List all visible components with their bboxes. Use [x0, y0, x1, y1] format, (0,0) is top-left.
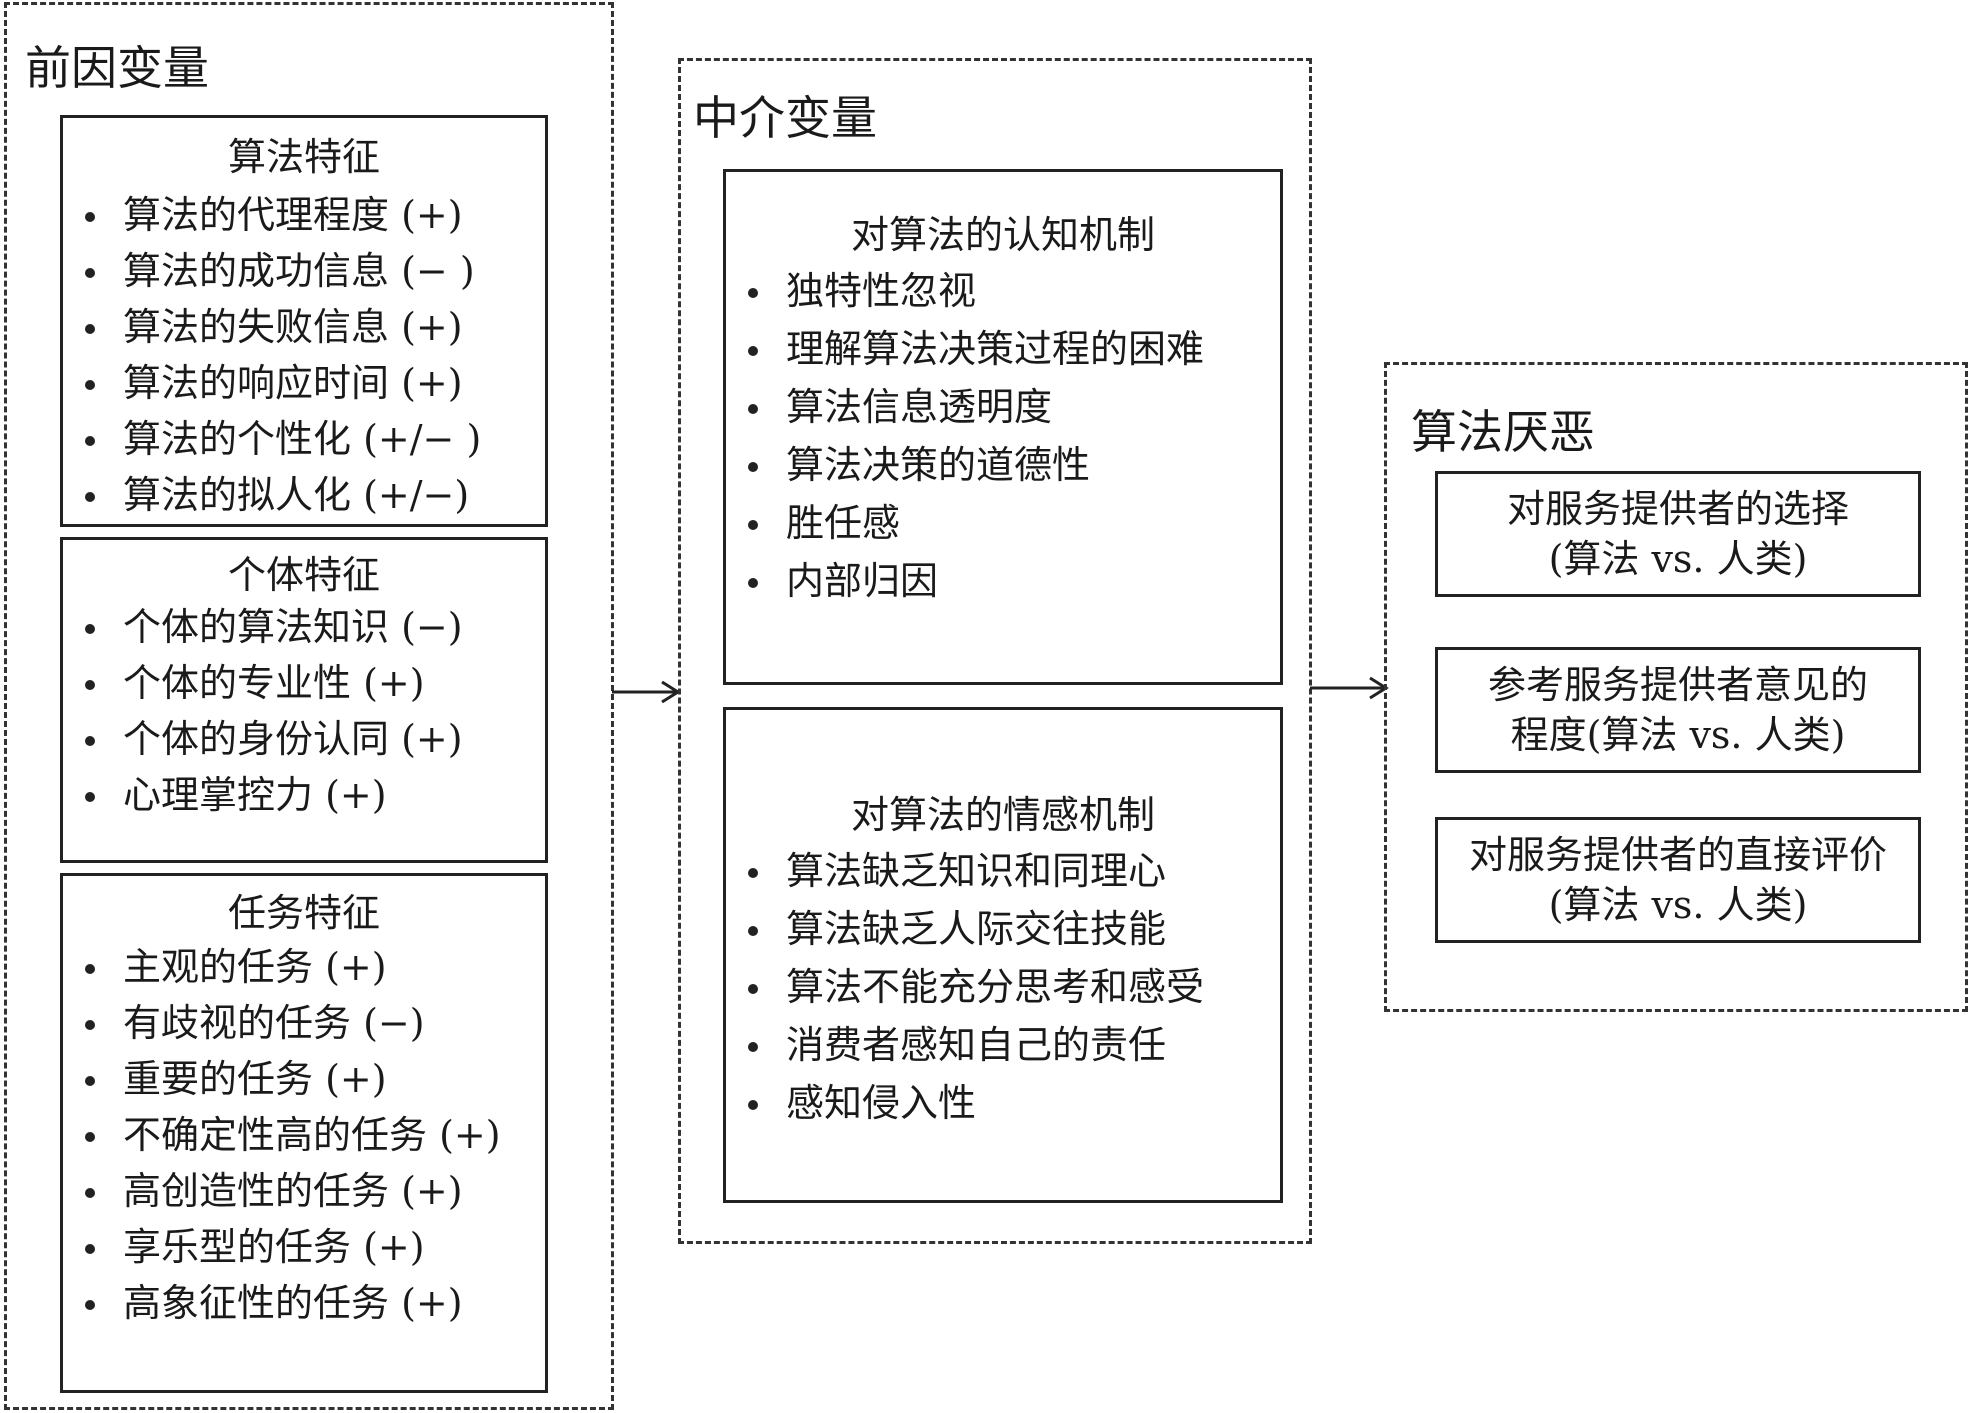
outcome-box-line: 程度(算法 vs. 人类)	[1510, 713, 1846, 757]
list-item: 重要的任务 (+)	[63, 1060, 501, 1116]
individual-features-list: 个体的算法知识 (−) 个体的专业性 (+) 个体的身份认同 (+) 心理掌控力…	[63, 608, 463, 832]
affective-mechanism-list: 算法缺乏知识和同理心 算法缺乏人际交往技能 算法不能充分思考和感受 消费者感知自…	[726, 852, 1204, 1142]
cognitive-mechanism-list: 独特性忽视 理解算法决策过程的困难 算法信息透明度 算法决策的道德性 胜任感 内…	[726, 272, 1204, 620]
list-item: 算法的拟人化 (+/−)	[63, 476, 481, 532]
list-item: 算法的代理程度 (+)	[63, 196, 481, 252]
outcome-box-line: (算法 vs. 人类)	[1548, 537, 1808, 581]
outcome-box-line: 对服务提供者的选择	[1506, 487, 1849, 531]
algorithm-features-title: 算法特征	[227, 135, 380, 179]
outcome-box-line: 对服务提供者的直接评价	[1468, 833, 1887, 877]
list-item: 算法的成功信息 (− )	[63, 252, 481, 308]
outcome-title: 算法厌恶	[1411, 405, 1595, 459]
task-features-title: 任务特征	[227, 891, 380, 935]
task-features-list: 主观的任务 (+) 有歧视的任务 (−) 重要的任务 (+) 不确定性高的任务 …	[63, 948, 501, 1340]
list-item: 主观的任务 (+)	[63, 948, 501, 1004]
list-item: 独特性忽视	[726, 272, 1204, 330]
list-item: 高创造性的任务 (+)	[63, 1172, 501, 1228]
list-item: 算法信息透明度	[726, 388, 1204, 446]
list-item: 个体的算法知识 (−)	[63, 608, 463, 664]
list-item: 算法缺乏知识和同理心	[726, 852, 1204, 910]
list-item: 算法的响应时间 (+)	[63, 364, 481, 420]
list-item: 心理掌控力 (+)	[63, 776, 463, 832]
list-item: 算法的个性化 (+/− )	[63, 420, 481, 476]
list-item: 消费者感知自己的责任	[726, 1026, 1204, 1084]
outcome-box-advice: 参考服务提供者意见的 程度(算法 vs. 人类)	[1435, 647, 1921, 773]
algorithm-features-box: 算法特征 算法的代理程度 (+) 算法的成功信息 (− ) 算法的失败信息 (+…	[60, 115, 548, 527]
affective-mechanism-box: 对算法的情感机制 算法缺乏知识和同理心 算法缺乏人际交往技能 算法不能充分思考和…	[723, 707, 1283, 1203]
affective-mechanism-title: 对算法的情感机制	[850, 793, 1155, 837]
outcome-box-evaluation: 对服务提供者的直接评价 (算法 vs. 人类)	[1435, 817, 1921, 943]
list-item: 有歧视的任务 (−)	[63, 1004, 501, 1060]
cognitive-mechanism-title: 对算法的认知机制	[850, 213, 1155, 257]
outcome-box-line: (算法 vs. 人类)	[1548, 883, 1808, 927]
list-item: 算法不能充分思考和感受	[726, 968, 1204, 1026]
list-item: 不确定性高的任务 (+)	[63, 1116, 501, 1172]
list-item: 内部归因	[726, 562, 1204, 620]
individual-features-title: 个体特征	[227, 553, 380, 597]
list-item: 享乐型的任务 (+)	[63, 1228, 501, 1284]
list-item: 算法缺乏人际交往技能	[726, 910, 1204, 968]
antecedents-group: 前因变量 算法特征 算法的代理程度 (+) 算法的成功信息 (− ) 算法的失败…	[4, 2, 614, 1410]
list-item: 高象征性的任务 (+)	[63, 1284, 501, 1340]
list-item: 理解算法决策过程的困难	[726, 330, 1204, 388]
mediators-group: 中介变量 对算法的认知机制 独特性忽视 理解算法决策过程的困难 算法信息透明度 …	[678, 58, 1312, 1244]
outcome-box-choice: 对服务提供者的选择 (算法 vs. 人类)	[1435, 471, 1921, 597]
antecedents-title: 前因变量	[25, 41, 209, 95]
outcome-box-line: 参考服务提供者意见的	[1487, 663, 1868, 707]
list-item: 算法的失败信息 (+)	[63, 308, 481, 364]
algorithm-features-list: 算法的代理程度 (+) 算法的成功信息 (− ) 算法的失败信息 (+) 算法的…	[63, 196, 481, 532]
list-item: 个体的专业性 (+)	[63, 664, 463, 720]
mediators-title: 中介变量	[693, 91, 877, 145]
task-features-box: 任务特征 主观的任务 (+) 有歧视的任务 (−) 重要的任务 (+) 不确定性…	[60, 873, 548, 1393]
cognitive-mechanism-box: 对算法的认知机制 独特性忽视 理解算法决策过程的困难 算法信息透明度 算法决策的…	[723, 169, 1283, 685]
arrow-right-icon	[612, 680, 681, 704]
outcome-group: 算法厌恶 对服务提供者的选择 (算法 vs. 人类) 参考服务提供者意见的 程度…	[1384, 362, 1968, 1012]
list-item: 算法决策的道德性	[726, 446, 1204, 504]
list-item: 个体的身份认同 (+)	[63, 720, 463, 776]
list-item: 胜任感	[726, 504, 1204, 562]
arrow-right-icon	[1310, 676, 1389, 700]
list-item: 感知侵入性	[726, 1084, 1204, 1142]
individual-features-box: 个体特征 个体的算法知识 (−) 个体的专业性 (+) 个体的身份认同 (+) …	[60, 537, 548, 863]
